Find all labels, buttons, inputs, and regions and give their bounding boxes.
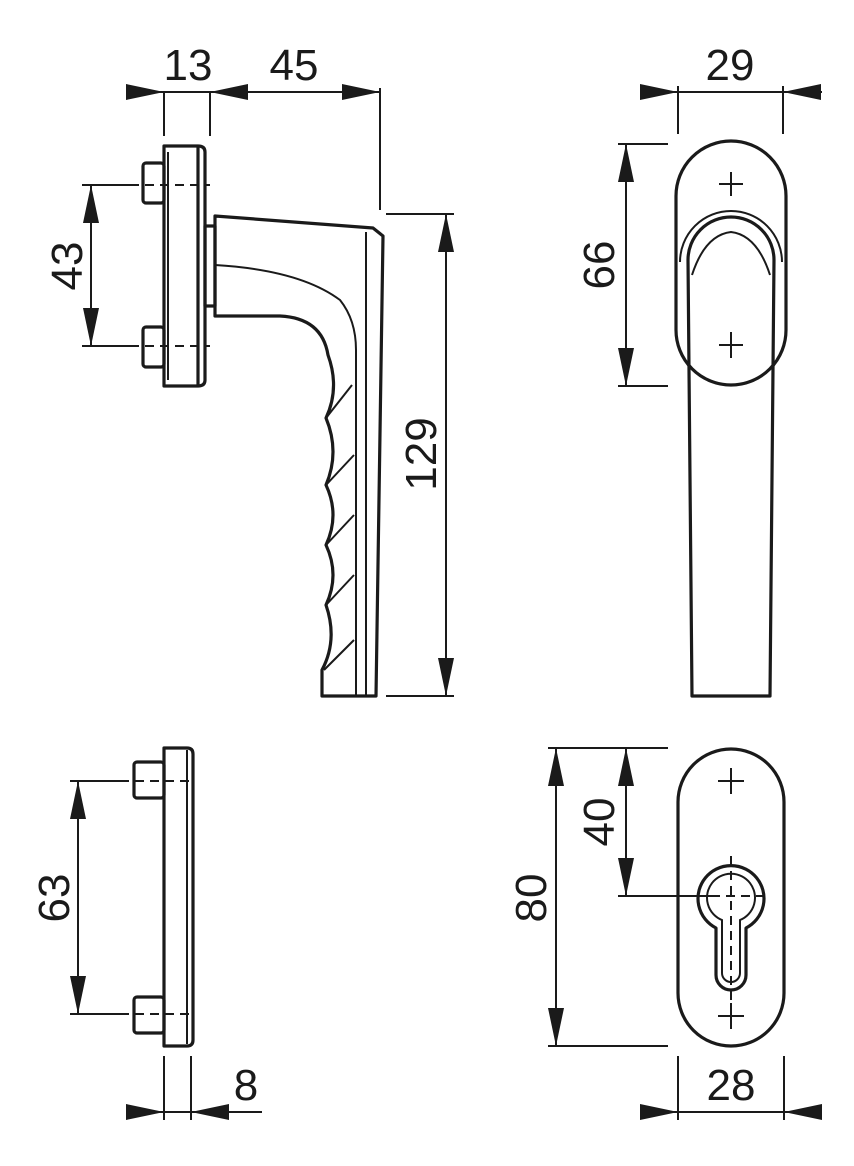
dim-text-63: 63 [30, 874, 79, 923]
screw-mark-bottom [719, 332, 743, 358]
handle-front-view: 29 66 [575, 41, 822, 698]
dim-text-29: 29 [706, 41, 755, 90]
handle-side-view: 13 45 43 129 [43, 41, 454, 698]
dim-text-8: 8 [234, 1061, 258, 1110]
dim-text-43: 43 [43, 242, 92, 291]
handle-inner-contour [214, 264, 357, 696]
rose-oval-outline [674, 139, 788, 387]
screw-mark-top [719, 172, 743, 196]
grip-groove-4 [325, 574, 355, 606]
escutcheon-stud-upper [132, 760, 166, 800]
dimension-13-45: 13 45 [126, 41, 381, 210]
escutcheon-oval-outline [676, 747, 786, 1048]
lever-neck-contour [679, 210, 783, 263]
escutcheon-front-view: 80 40 28 [507, 747, 822, 1120]
grip-groove-2 [325, 454, 355, 486]
dim-text-28: 28 [707, 1061, 756, 1110]
screw-mark-escutcheon-bottom [718, 1003, 744, 1029]
grip-groove-1 [325, 384, 353, 419]
escutcheon-plate-side [162, 746, 195, 1048]
cylinder-keyhole [696, 864, 766, 992]
rose-plate-outline [162, 144, 207, 388]
dim-text-129: 129 [397, 417, 446, 490]
screw-stud-upper [141, 161, 166, 205]
dim-text-66: 66 [575, 241, 624, 290]
dim-text-13: 13 [164, 41, 213, 90]
dimension-43: 43 [43, 184, 130, 347]
dimension-40: 40 [575, 748, 720, 897]
screw-mark-escutcheon-top [718, 768, 744, 794]
dimension-29: 29 [640, 41, 822, 134]
grip-groove-5 [323, 639, 355, 671]
dimension-129: 129 [386, 213, 454, 697]
dimension-63: 63 [30, 780, 126, 1015]
handle-lever-outline [213, 214, 385, 698]
escutcheon-stud-lower [132, 995, 166, 1035]
dimension-80: 80 [507, 747, 668, 1047]
escutcheon-side-view: 63 8 [30, 746, 262, 1120]
dimension-66: 66 [575, 143, 668, 387]
lever-inner-curve [691, 230, 771, 276]
grip-groove-3 [325, 514, 355, 546]
dim-text-40: 40 [575, 798, 624, 847]
dimension-28: 28 [640, 1056, 822, 1120]
dim-text-80: 80 [507, 874, 556, 923]
lever-front-outline [686, 215, 776, 698]
dimension-8: 8 [126, 1056, 262, 1120]
dim-text-45: 45 [270, 41, 319, 90]
